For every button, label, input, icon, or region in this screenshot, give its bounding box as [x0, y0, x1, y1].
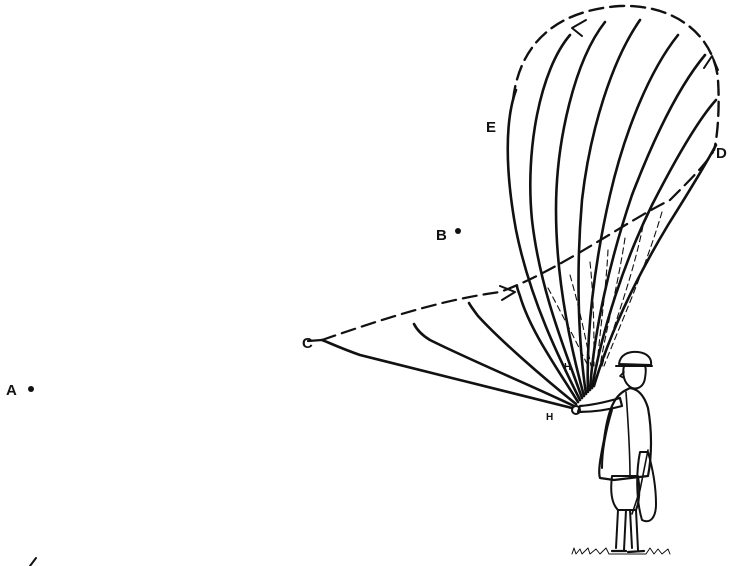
point-b-dot — [455, 228, 461, 234]
arrow-icon-top — [572, 20, 586, 36]
point-b: B — [436, 227, 461, 244]
point-h-lower-label: H — [546, 412, 553, 423]
point-a-label: A — [6, 382, 17, 399]
point-e-label: E — [486, 119, 496, 136]
corner-mark — [30, 558, 36, 566]
point-d-label: D — [716, 145, 727, 162]
point-a: A — [6, 382, 34, 399]
point-b-label: B — [436, 227, 447, 244]
point-a-dot — [28, 386, 34, 392]
point-c-label: C — [302, 335, 313, 352]
tip-path-dashed — [322, 6, 719, 366]
line-curves-upper — [508, 20, 716, 400]
